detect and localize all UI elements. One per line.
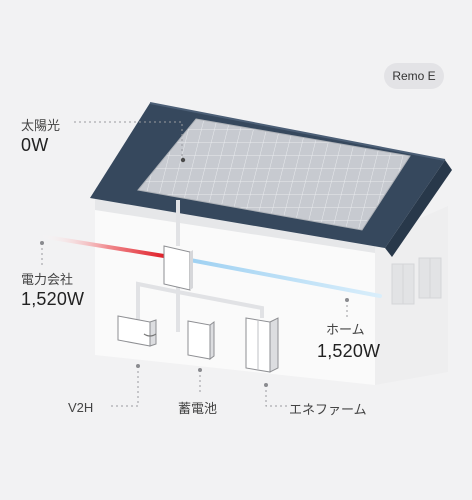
leader-dots [40,241,349,387]
solar-label: 太陽光 [21,118,61,133]
v2h-label: V2H [68,400,94,415]
grid-flow-line [38,234,166,258]
leader-lines [41,121,348,407]
home-flow-line [188,258,382,298]
distribution-board-icon [163,245,193,291]
enefarm-unit-icon [245,317,279,373]
grid-value: 1,520W [21,289,85,309]
device-badge[interactable]: Remo E [384,63,444,89]
solar-value: 0W [21,135,49,155]
v2h-charger-icon [117,315,157,347]
solar-panel-icon [137,118,411,231]
home-label: ホーム [326,322,365,337]
battery-label: 蓄電池 [178,401,218,416]
wiring [136,200,264,332]
grid-label: 電力会社 [21,272,74,287]
home-value: 1,520W [317,341,381,361]
enefarm-label: エネファーム [289,402,367,417]
battery-icon [187,320,215,360]
